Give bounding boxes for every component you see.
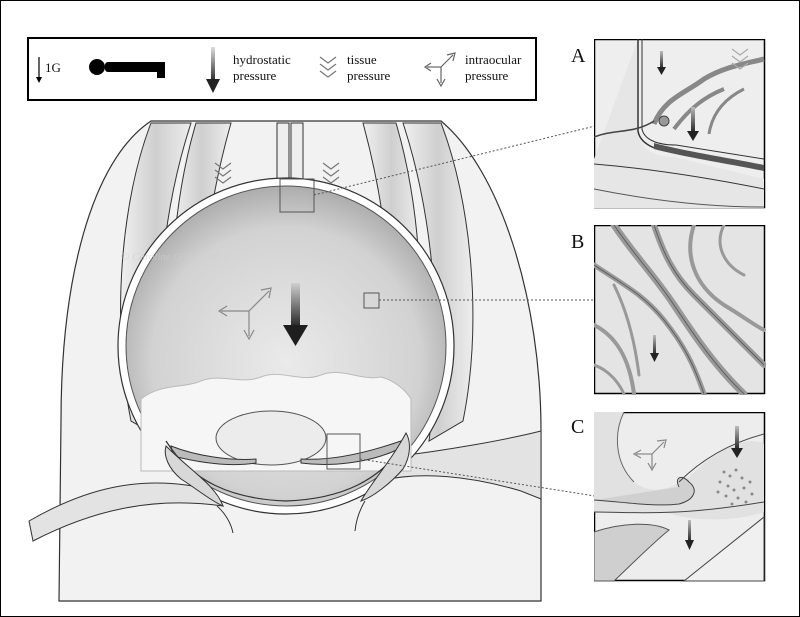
intraocular-label-1: intraocular (465, 52, 522, 67)
tissue-chevron-icon (319, 56, 337, 78)
gravity-label: 1G (45, 60, 61, 75)
tissue-label-2: pressure (347, 68, 391, 83)
down-arrow-icon (36, 57, 42, 83)
hydrostatic-label-2: pressure (233, 68, 277, 83)
legend-box: 1G hydrostatic pressure tissue pressure … (27, 37, 537, 101)
watermark: © Caroline O'Driscoll (121, 251, 220, 263)
panel-a-image (594, 39, 766, 209)
supine-figure-icon (89, 59, 165, 78)
panel-b-image (594, 225, 766, 395)
leader-lines (313, 125, 596, 497)
globe (117, 177, 455, 515)
panel-c-image (594, 412, 766, 582)
legend-icons (36, 47, 456, 93)
eyelids (164, 432, 410, 534)
hydrostatic-pressure-arrow-icon (283, 283, 308, 346)
panel-b-label: B (571, 231, 585, 253)
tissue-pressure-chevron-icon (214, 162, 340, 184)
tissue-label-1: tissue (347, 52, 377, 67)
intraocular-pressure-arrows-icon (217, 287, 272, 341)
panel-a-label: A (571, 45, 586, 67)
hydrostatic-arrow-icon (206, 47, 220, 93)
intraocular-label-2: pressure (465, 68, 509, 83)
intraocular-arrows-icon (423, 52, 456, 88)
hydrostatic-label-1: hydrostatic (233, 52, 291, 67)
panel-c-label: C (571, 416, 585, 438)
